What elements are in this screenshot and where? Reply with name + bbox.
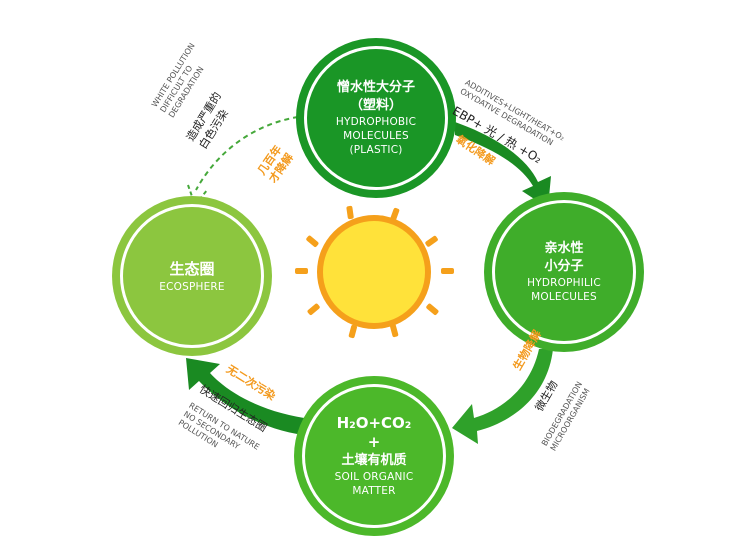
plastic-node: 憎水性大分子 （塑料） HYDROPHOBIC MOLECULES (PLAST…	[296, 38, 456, 198]
plastic-en-line2: MOLECULES	[343, 130, 409, 142]
plastic-en-line3: (PLASTIC)	[349, 144, 403, 156]
hydrophilic-zh-line2: 小分子	[544, 259, 584, 274]
sun-icon	[295, 205, 454, 339]
hydrophilic-en-line1: HYDROPHILIC	[527, 277, 601, 289]
co2-text: CO₂	[381, 414, 412, 432]
ecosphere-en: ECOSPHERE	[159, 281, 225, 293]
plastic-en-line1: HYDROPHOBIC	[335, 116, 417, 128]
soil-en-line2: MATTER	[352, 485, 396, 497]
ecosphere-node: 生态圈 ECOSPHERE	[112, 196, 272, 356]
biodegradation-arrow	[452, 349, 553, 444]
soil-node: H₂O+CO₂ + 土壤有机质 SOIL ORGANIC MATTER	[294, 376, 454, 536]
dashed-pollution-path	[195, 116, 299, 191]
hydrophilic-en-line2: MOLECULES	[531, 291, 597, 303]
hydrophilic-zh-line1: 亲水性	[544, 241, 584, 256]
soil-zh: 土壤有机质	[341, 453, 407, 468]
soil-plus: +	[367, 433, 381, 451]
return-arrow	[186, 358, 312, 436]
plastic-zh-line2: （塑料）	[349, 98, 402, 113]
oxidation-arrow	[455, 122, 551, 208]
soil-en-line1: SOIL ORGANIC	[334, 471, 414, 483]
plastic-zh-line1: 憎水性大分子	[336, 80, 415, 95]
h2o-text: H₂O	[336, 414, 369, 432]
ecosphere-zh: 生态圈	[169, 260, 215, 278]
formula-plus: +	[368, 414, 382, 432]
hydrophilic-node: 亲水性 小分子 HYDROPHILIC MOLECULES	[484, 192, 644, 352]
soil-formula: H₂O+CO₂	[337, 414, 412, 433]
